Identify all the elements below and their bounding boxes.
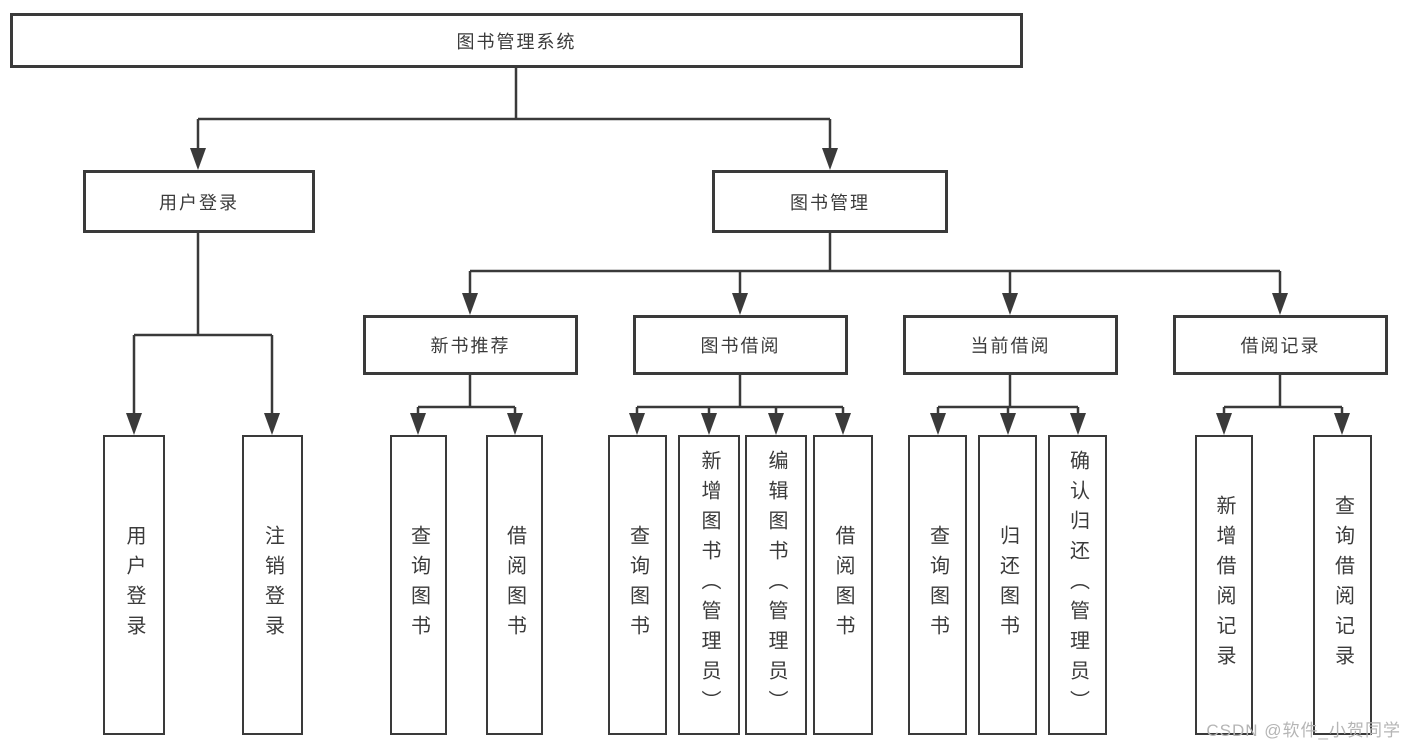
leaf-query-books-current-label: 查询图书 <box>926 525 949 645</box>
node-book-management: 图书管理 <box>712 170 948 233</box>
node-book-borrow: 图书借阅 <box>633 315 848 375</box>
node-borrow-records: 借阅记录 <box>1173 315 1388 375</box>
leaf-query-borrow-record: 查询借阅记录 <box>1313 435 1372 735</box>
csdn-watermark: CSDN @软件_小贺同学 <box>1206 721 1401 740</box>
arrowhead-icons <box>126 148 1350 435</box>
leaf-borrow-books-borrow-label: 借阅图书 <box>832 525 854 645</box>
node-new-book-recommend: 新书推荐 <box>363 315 578 375</box>
leaf-add-books-admin-label: 新增图书（管理员） <box>698 450 720 720</box>
leaf-query-books-recommend: 查询图书 <box>390 435 447 735</box>
leaf-query-borrow-record-label: 查询借阅记录 <box>1331 495 1354 675</box>
leaf-edit-books-admin: 编辑图书（管理员） <box>745 435 807 735</box>
leaf-edit-books-admin-label: 编辑图书（管理员） <box>765 450 787 720</box>
node-borrow-records-label: 借阅记录 <box>1240 336 1321 356</box>
leaf-logout: 注销登录 <box>242 435 303 735</box>
leaf-confirm-return-admin-label: 确认归还（管理员） <box>1066 450 1089 720</box>
leaf-query-books-current: 查询图书 <box>908 435 967 735</box>
node-user-login: 用户登录 <box>83 170 315 233</box>
leaf-user-login-label: 用户登录 <box>123 525 145 645</box>
leaf-confirm-return-admin: 确认归还（管理员） <box>1048 435 1107 735</box>
leaf-return-books: 归还图书 <box>978 435 1037 735</box>
leaf-query-books-recommend-label: 查询图书 <box>407 525 430 645</box>
leaf-add-borrow-record: 新增借阅记录 <box>1195 435 1253 735</box>
node-user-login-label: 用户登录 <box>159 192 239 213</box>
leaf-borrow-books-recommend-label: 借阅图书 <box>503 525 526 645</box>
leaf-return-books-label: 归还图书 <box>996 525 1019 645</box>
node-new-book-recommend-label: 新书推荐 <box>430 336 511 356</box>
node-book-borrow-label: 图书借阅 <box>700 336 781 356</box>
node-current-borrow-label: 当前借阅 <box>970 336 1051 356</box>
node-root-system: 图书管理系统 <box>10 13 1023 68</box>
leaf-add-books-admin: 新增图书（管理员） <box>678 435 740 735</box>
leaf-query-books-borrow: 查询图书 <box>608 435 667 735</box>
leaf-user-login: 用户登录 <box>103 435 165 735</box>
leaf-query-books-borrow-label: 查询图书 <box>626 525 649 645</box>
node-current-borrow: 当前借阅 <box>903 315 1118 375</box>
node-book-management-label: 图书管理 <box>790 192 870 213</box>
leaf-logout-label: 注销登录 <box>261 525 284 645</box>
leaf-borrow-books-recommend: 借阅图书 <box>486 435 543 735</box>
leaf-borrow-books-borrow: 借阅图书 <box>813 435 873 735</box>
node-root-label: 图书管理系统 <box>456 31 577 52</box>
leaf-add-borrow-record-label: 新增借阅记录 <box>1213 495 1235 675</box>
